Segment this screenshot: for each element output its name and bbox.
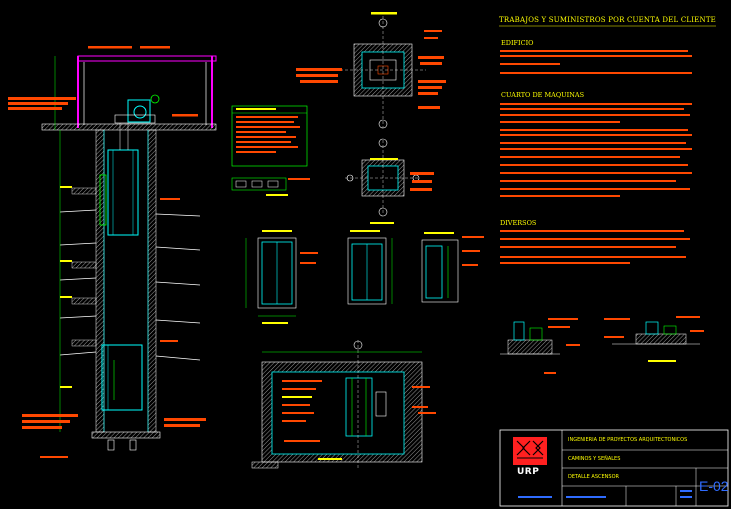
shaft-section-elevation <box>8 46 217 458</box>
machine-room-plan <box>296 12 446 129</box>
notes-table <box>231 105 310 196</box>
pit-section <box>251 340 436 470</box>
title-block-line-3: DETALLE ASCENSOR <box>568 474 619 480</box>
sheet-number: E-02 <box>699 478 729 494</box>
title-block-frame <box>499 429 729 507</box>
shaft-plan <box>345 138 434 224</box>
logo-text: URP <box>517 467 540 477</box>
title-block-line-1: INGENIERIA DE PROYECTOS ARQUITECTONICOS <box>568 437 688 443</box>
sheet-title: TRABAJOS Y SUMINISTROS POR CUENTA DEL CL… <box>499 16 716 24</box>
section-title-cuarto-maquinas: CUARTO DE MAQUINAS <box>501 91 585 99</box>
specs-text-block <box>499 25 716 264</box>
small-details <box>500 316 704 374</box>
title-block-line-2: CAMINOS Y SEÑALES <box>568 456 621 462</box>
section-title-diversos: DIVERSOS <box>500 219 537 227</box>
urp-logo-icon <box>513 437 547 465</box>
door-elevations <box>245 230 484 324</box>
section-title-edificio: EDIFICIO <box>501 39 534 47</box>
